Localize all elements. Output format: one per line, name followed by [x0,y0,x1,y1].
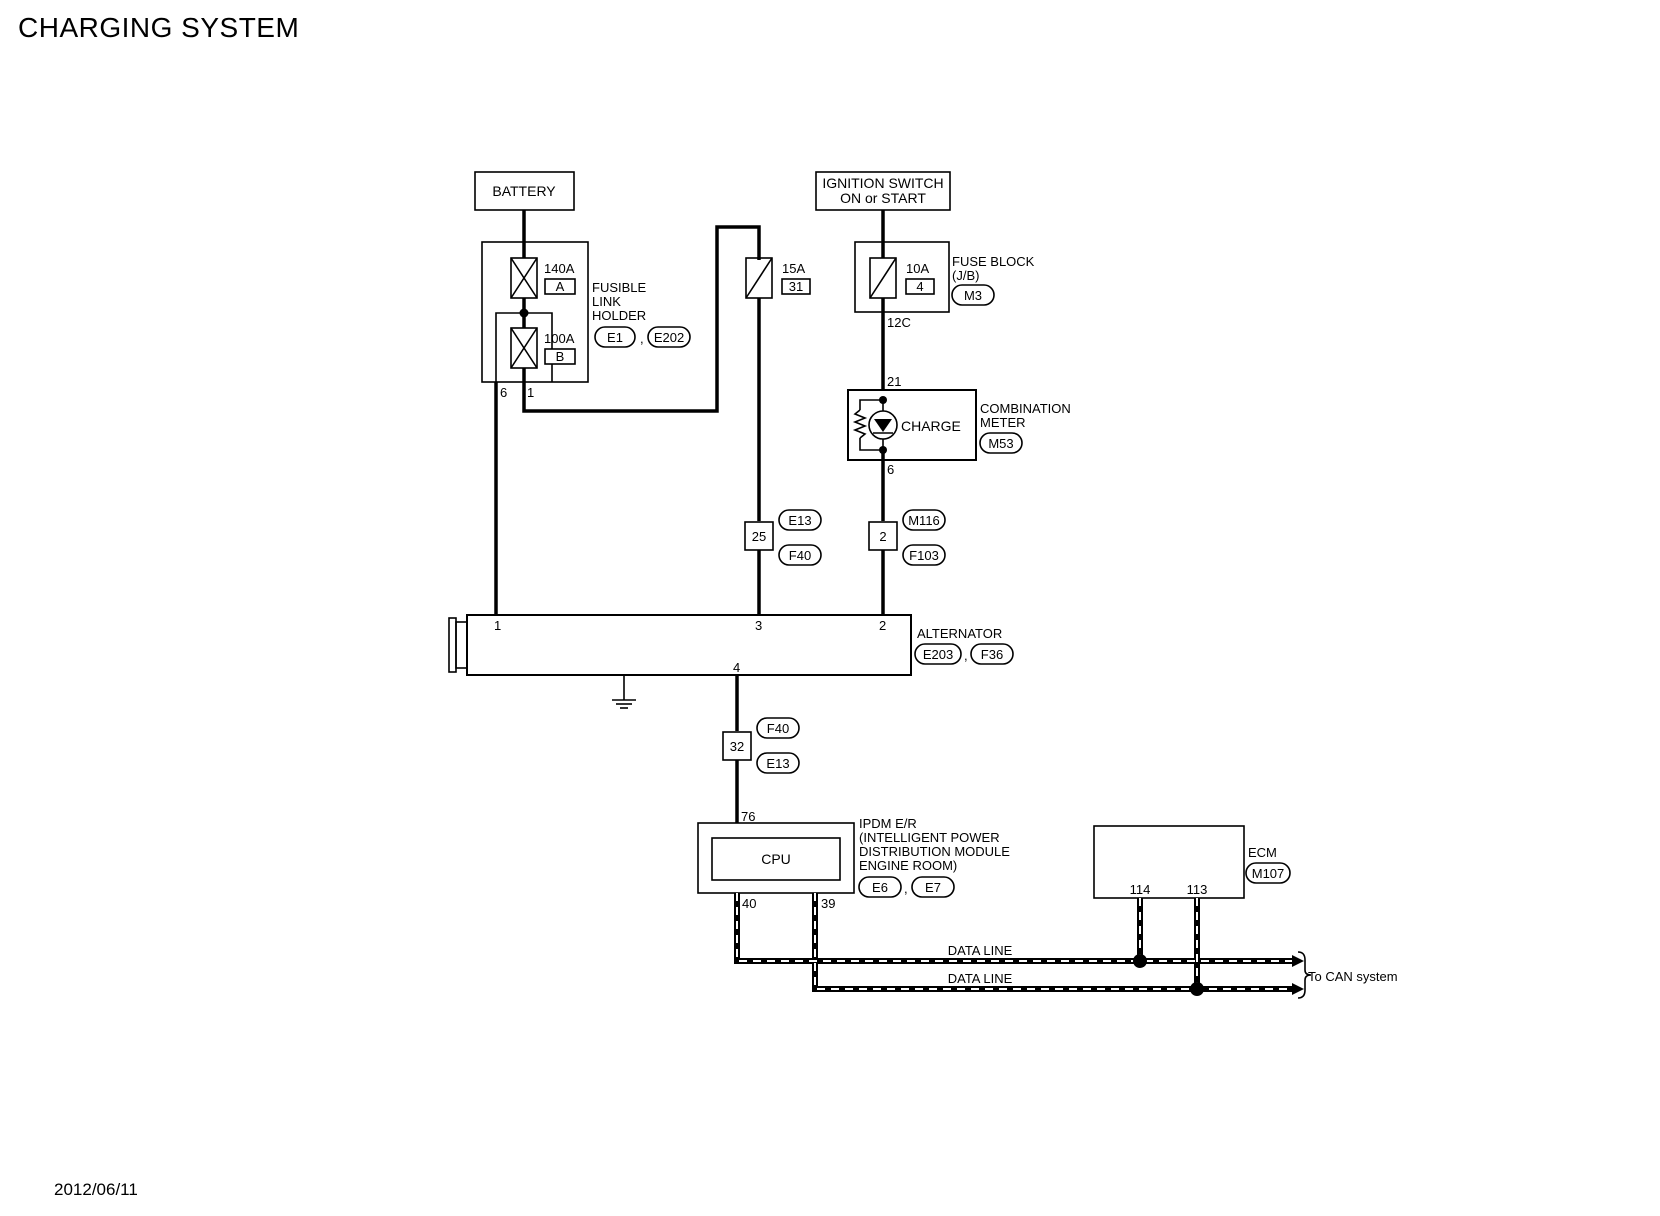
connector-e7: E7 [925,880,941,895]
fuse-block: 10A 4 FUSE BLOCK (J/B) M3 12C [854,210,1035,330]
connector-m107: M107 [1252,866,1285,881]
junction-32-bottom: E13 [766,756,789,771]
ignition-label-line2: ON or START [840,190,926,206]
date-stamp: 2012/06/11 [54,1180,138,1199]
splice-dot-114 [1133,954,1147,968]
fusible-pin-6: 6 [500,385,507,400]
svg-text:,: , [964,648,968,663]
ipdm-er: 76 CPU IPDM E/R (INTELLIGENT POWER DISTR… [697,809,1010,911]
ecm: 114 113 ECM M107 [1093,825,1291,899]
fusible-link-label-line3: HOLDER [592,308,646,323]
cpu-label: CPU [761,851,791,867]
ipdm-pin-40: 40 [742,896,756,911]
battery-source: BATTERY [474,171,575,211]
ecm-pin-114: 114 [1130,882,1151,897]
ecm-label: ECM [1248,845,1277,860]
ignition-switch-source: IGNITION SWITCH ON or START [815,171,951,211]
fuse-block-label-line1: FUSE BLOCK [952,254,1035,269]
junction-2-top: M116 [908,513,940,528]
fusible-link-holder: 140A A 100A B FUSIBLE LINK HOLDER E1 , E… [481,210,691,400]
fuse-140a-id: A [556,279,565,294]
junction-32: 32 F40 E13 [722,717,800,774]
connector-e202: E202 [654,330,684,345]
fuse-15a-rating: 15A [782,261,805,276]
meter-pin-6: 6 [887,462,894,477]
svg-text:,: , [640,331,644,346]
fuse-140a-rating: 140A [544,261,575,276]
meter-pin-21: 21 [887,374,901,389]
junction-2-bottom: F103 [909,548,939,563]
fuse-block-pin-12c: 12C [887,315,911,330]
connector-m53: M53 [988,436,1013,451]
ignition-label-line1: IGNITION SWITCH [822,175,943,191]
junction-25-pin: 25 [752,529,766,544]
ipdm-label-line3: DISTRIBUTION MODULE [859,844,1010,859]
svg-text:,: , [904,881,908,896]
splice-dot-113 [1190,982,1204,996]
fuse-10a-id: 4 [916,279,923,294]
page-title: CHARGING SYSTEM [18,12,300,43]
alternator-label: ALTERNATOR [917,626,1002,641]
fuse-15a-id: 31 [789,279,803,294]
meter-label-line1: COMBINATION [980,401,1071,416]
junction-25-top: E13 [788,513,811,528]
connector-m3: M3 [964,288,982,303]
fuse-block-label-line2: (J/B) [952,268,979,283]
ipdm-pin-39: 39 [821,896,835,911]
connector-e203: E203 [923,647,953,662]
meter-lamp-label: CHARGE [901,418,961,434]
junction-25: 25 E13 F40 [744,509,822,566]
combination-meter: 21 CHARGE COMBINATION METER M53 6 [847,374,1071,477]
can-data-lines: DATA LINE DATA LINE To CAN system [734,893,1398,999]
alternator-pin-1: 1 [494,618,501,633]
junction-2: 2 M116 F103 [868,509,946,566]
arrow-right-icon [1292,983,1304,995]
fuse-15a: 15A 31 [745,257,811,299]
junction-32-top: F40 [767,721,789,736]
alternator-pin-3: 3 [755,618,762,633]
ipdm-label-line1: IPDM E/R [859,816,917,831]
connector-e6: E6 [872,880,888,895]
connector-f36: F36 [981,647,1003,662]
ecm-pin-113: 113 [1187,882,1208,897]
connector-e1: E1 [607,330,623,345]
fusible-link-label-line2: LINK [592,294,621,309]
data-line-label-1: DATA LINE [948,943,1013,958]
junction-25-bottom: F40 [789,548,811,563]
junction-32-pin: 32 [730,739,744,754]
alternator-pin-2: 2 [879,618,886,633]
fusible-pin-1: 1 [527,385,534,400]
fuse-100a-rating: 100A [544,331,575,346]
junction-2-pin: 2 [879,529,886,544]
data-line-label-2: DATA LINE [948,971,1013,986]
can-system-label: To CAN system [1308,969,1398,984]
ipdm-pin-76: 76 [741,809,755,824]
arrow-right-icon [1292,955,1304,967]
wire-fusible-to-15a [522,225,761,413]
alternator: 1 3 2 4 ALTERNATOR E203 , F36 [448,614,1014,709]
ground-icon [612,675,636,709]
fuse-100a-id: B [556,349,565,364]
ipdm-label-line4: ENGINE ROOM) [859,858,957,873]
fusible-link-label-line1: FUSIBLE [592,280,647,295]
alternator-pin-4: 4 [733,660,740,675]
ipdm-label-line2: (INTELLIGENT POWER [859,830,1000,845]
battery-label: BATTERY [492,183,556,199]
cpu-block [711,837,841,881]
meter-label-line2: METER [980,415,1026,430]
fuse-10a-rating: 10A [906,261,929,276]
